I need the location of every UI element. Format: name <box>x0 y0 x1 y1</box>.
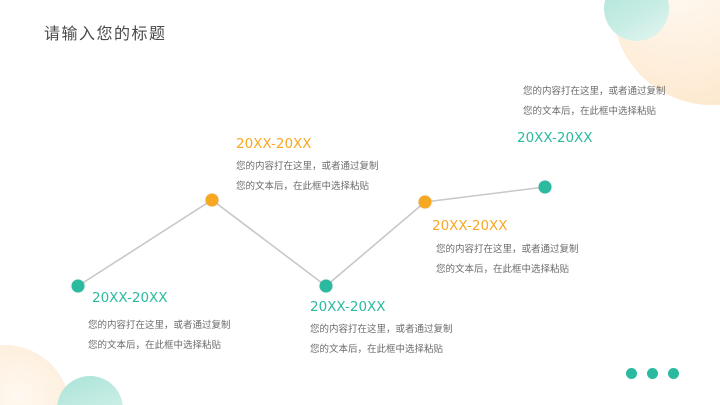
timeline-node-4 <box>418 195 432 209</box>
desc-line-1: 您的内容打在这里，或者通过复制 <box>88 320 231 331</box>
timeline-desc[interactable]: 您的内容打在这里，或者通过复制 您的文本后，在此框中选择粘贴 <box>310 320 453 360</box>
timeline-date[interactable]: 20XX-20XX <box>236 136 312 152</box>
desc-line-1: 您的内容打在这里，或者通过复制 <box>436 244 579 255</box>
timeline-item-3: 20XX-20XX 您的内容打在这里，或者通过复制 您的文本后，在此框中选择粘贴 <box>310 299 453 360</box>
timeline-node-2 <box>205 193 219 207</box>
timeline-item-4: 20XX-20XX 您的内容打在这里，或者通过复制 您的文本后，在此框中选择粘贴 <box>432 218 579 280</box>
dot-icon <box>668 368 679 379</box>
timeline-date[interactable]: 20XX-20XX <box>432 218 508 234</box>
page-indicator-dots <box>626 368 679 379</box>
timeline-node-1 <box>71 279 85 293</box>
timeline-desc[interactable]: 您的内容打在这里，或者通过复制 您的文本后，在此框中选择粘贴 <box>436 240 579 280</box>
dot-icon <box>626 368 637 379</box>
timeline-desc[interactable]: 您的内容打在这里，或者通过复制 您的文本后，在此框中选择粘贴 <box>523 82 666 122</box>
timeline-date[interactable]: 20XX-20XX <box>310 299 386 315</box>
desc-line-2: 您的文本后，在此框中选择粘贴 <box>436 264 570 275</box>
desc-line-2: 您的文本后，在此框中选择粘贴 <box>236 181 370 192</box>
desc-line-2: 您的文本后，在此框中选择粘贴 <box>310 344 444 355</box>
desc-line-1: 您的内容打在这里，或者通过复制 <box>523 86 666 97</box>
timeline-item-1: 20XX-20XX 您的内容打在这里，或者通过复制 您的文本后，在此框中选择粘贴 <box>88 290 231 356</box>
slide-title[interactable]: 请输入您的标题 <box>44 24 167 43</box>
desc-line-1: 您的内容打在这里，或者通过复制 <box>236 161 379 172</box>
desc-line-2: 您的文本后，在此框中选择粘贴 <box>523 106 657 117</box>
dot-icon <box>647 368 658 379</box>
timeline-desc[interactable]: 您的内容打在这里，或者通过复制 您的文本后，在此框中选择粘贴 <box>88 316 231 356</box>
timeline-item-2: 20XX-20XX 您的内容打在这里，或者通过复制 您的文本后，在此框中选择粘贴 <box>236 136 379 197</box>
timeline-date[interactable]: 20XX-20XX <box>92 290 168 306</box>
timeline-item-5: 您的内容打在这里，或者通过复制 您的文本后，在此框中选择粘贴 20XX-20XX <box>517 82 666 146</box>
desc-line-1: 您的内容打在这里，或者通过复制 <box>310 324 453 335</box>
timeline-date[interactable]: 20XX-20XX <box>517 130 593 146</box>
desc-line-2: 您的文本后，在此框中选择粘贴 <box>88 340 222 351</box>
timeline-desc[interactable]: 您的内容打在这里，或者通过复制 您的文本后，在此框中选择粘贴 <box>236 157 379 197</box>
timeline-node-5 <box>538 180 552 194</box>
timeline-node-3 <box>319 279 333 293</box>
